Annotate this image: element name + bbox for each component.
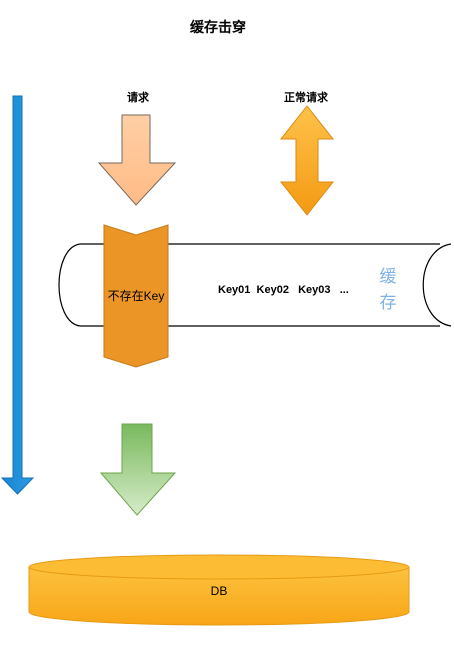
db-arrow: [99, 423, 177, 516]
diagram-title: 缓存击穿: [190, 19, 246, 35]
db-cylinder: [28, 554, 410, 626]
cache-keys: Key01 Key02 Key03 ...: [218, 284, 349, 296]
timeline-arrow: [0, 95, 35, 495]
normal-request-label: 正常请求: [284, 90, 329, 104]
missing-key-label: 不存在Key: [108, 289, 165, 303]
cache-label-bottom: 存: [380, 293, 397, 312]
cache-label-top: 缓: [380, 267, 397, 286]
normal-request-arrow: [279, 105, 335, 216]
request-arrow: [97, 114, 177, 206]
request-label: 请求: [127, 90, 150, 104]
db-label: DB: [211, 584, 228, 598]
missing-key-banner: [103, 224, 169, 368]
